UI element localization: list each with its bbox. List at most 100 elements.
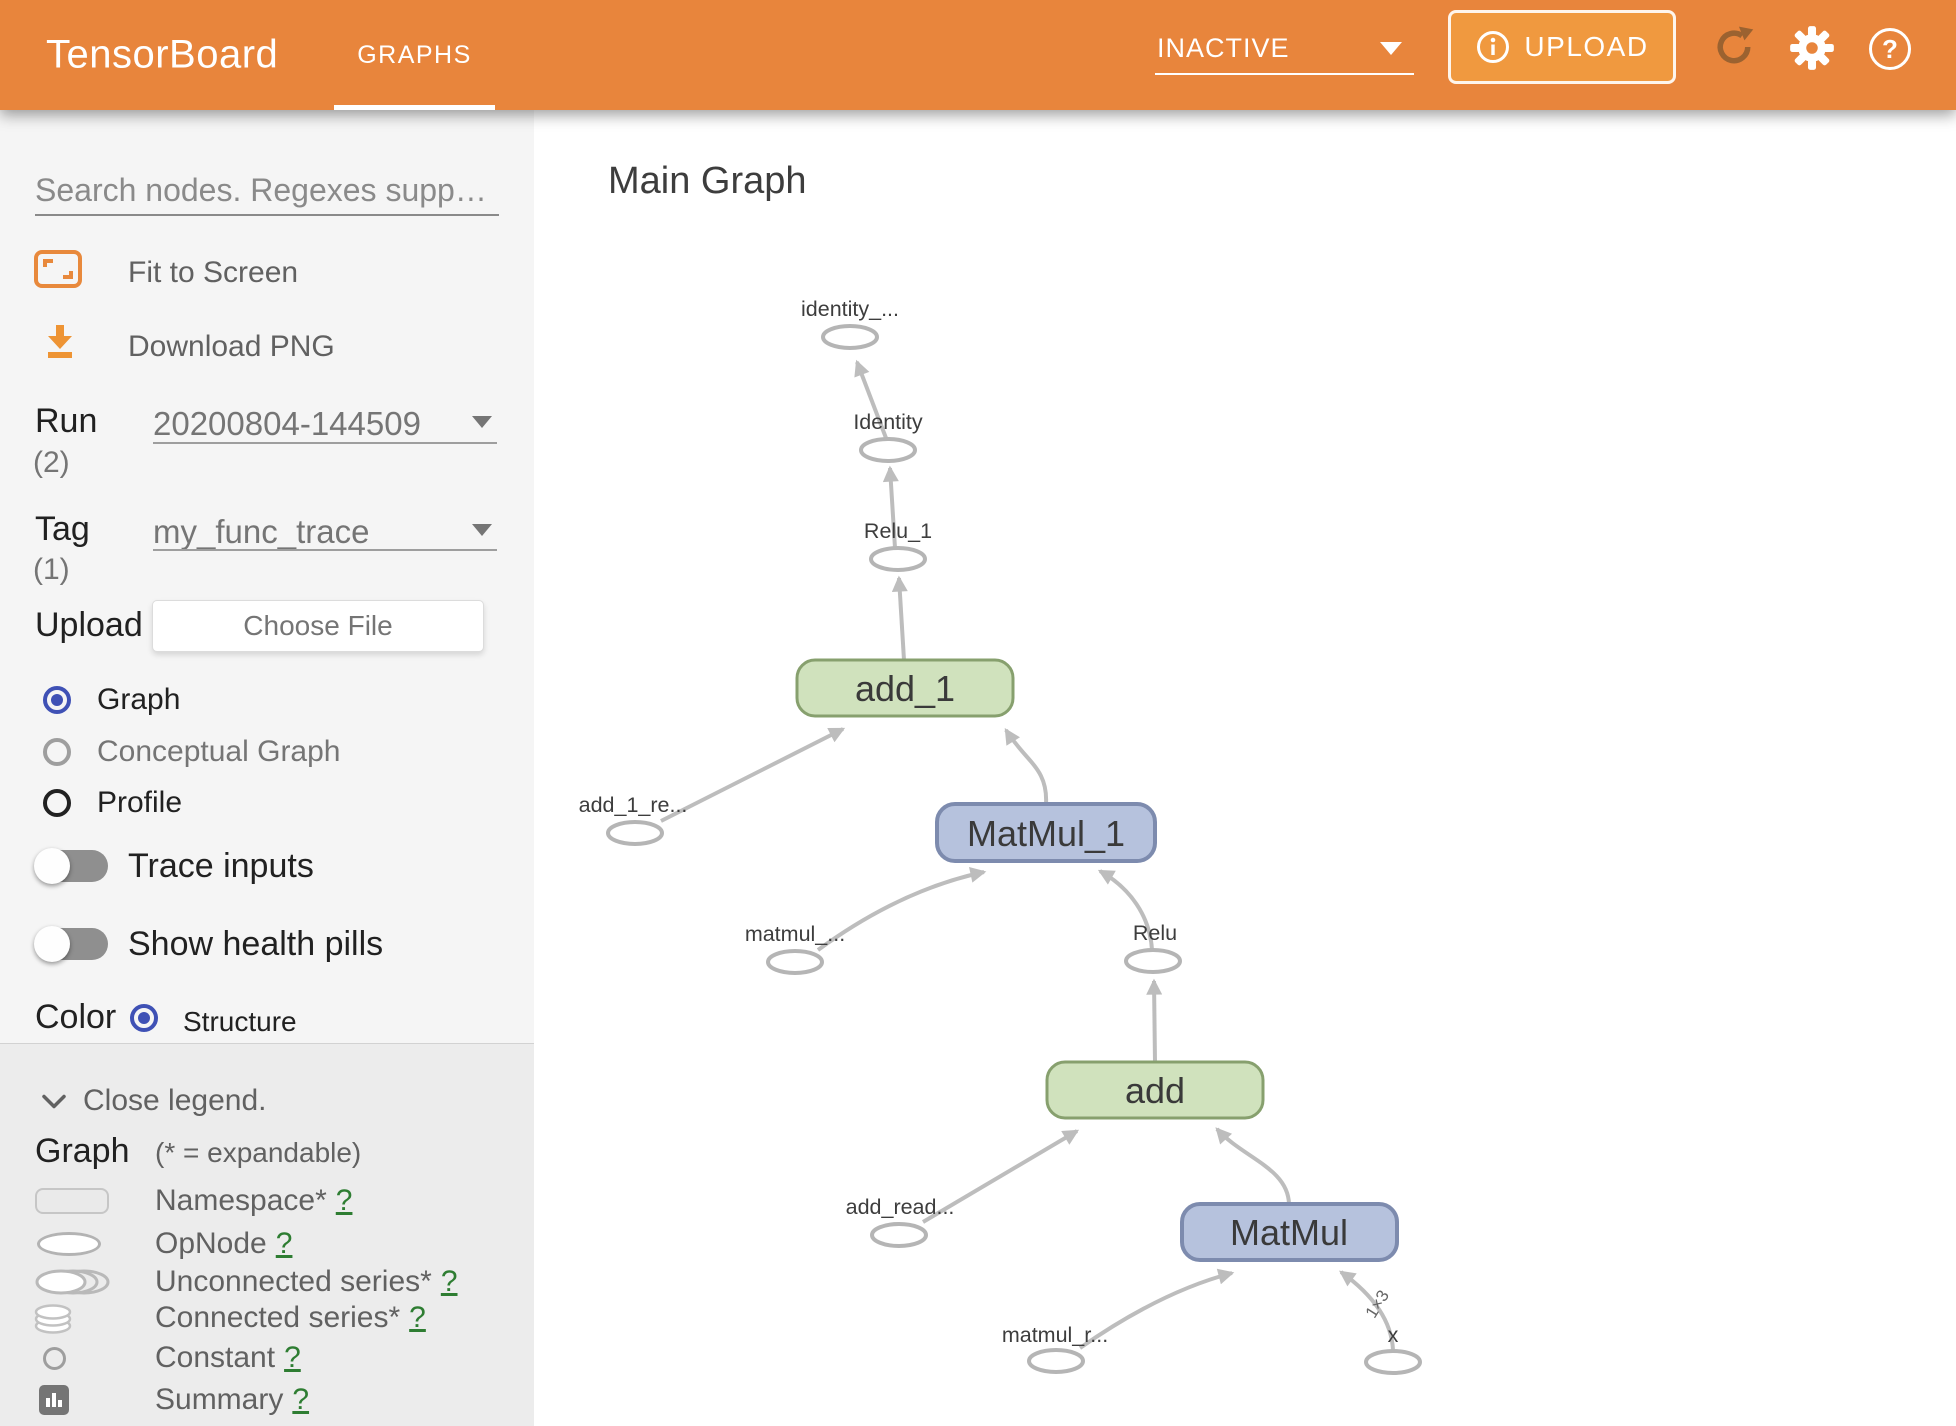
graph-node-add-read[interactable]: add_read... xyxy=(846,1195,955,1248)
legend-item-label: Unconnected series* xyxy=(155,1265,432,1298)
tab-graphs[interactable]: GRAPHS xyxy=(357,40,472,69)
graph-node-x[interactable]: x xyxy=(1364,1323,1422,1375)
sidebar: Fit to Screen Download PNG Run (2) 20200… xyxy=(0,110,534,1426)
graph-node-add_1_read[interactable]: add_1_re... xyxy=(579,793,688,846)
legend-item-summary: Summary ? xyxy=(33,1383,513,1416)
tag-select-underline xyxy=(153,549,497,551)
edge xyxy=(1004,727,1049,805)
legend-item-label: Namespace* xyxy=(155,1184,327,1217)
node-label: Identity xyxy=(853,410,923,434)
status-dropdown[interactable]: INACTIVE xyxy=(1155,0,1414,110)
graph-node-matmul_1[interactable]: MatMul_1 xyxy=(935,802,1157,863)
trace-inputs-toggle[interactable] xyxy=(34,848,108,884)
radio-row-conceptual-graph: Conceptual Graph xyxy=(0,737,534,767)
close-legend-label: Close legend. xyxy=(83,1084,267,1117)
edge xyxy=(1339,1270,1395,1351)
radio-row-profile: Profile xyxy=(0,788,534,818)
refresh-icon[interactable] xyxy=(1712,25,1756,74)
tag-select[interactable]: my_func_trace xyxy=(153,513,370,550)
search-input[interactable] xyxy=(35,166,499,216)
fit-to-screen-button[interactable]: Fit to Screen xyxy=(128,256,299,289)
legend-item-unconnected-series: Unconnected series* ? xyxy=(33,1265,513,1298)
graph-node-matmul-r-read[interactable]: matmul_r... xyxy=(1002,1323,1108,1374)
trace-inputs-label: Trace inputs xyxy=(128,847,314,885)
legend-subtitle: (* = expandable) xyxy=(155,1137,362,1168)
edge xyxy=(1215,1127,1291,1205)
node-label: Relu xyxy=(1133,921,1177,945)
dropdown-arrow-icon xyxy=(1380,42,1402,55)
app-header: TensorBoard GRAPHS INACTIVE UPLOAD xyxy=(0,0,1956,110)
legend-item-connected-series: Connected series* ? xyxy=(33,1301,513,1334)
gear-icon[interactable] xyxy=(1789,25,1835,76)
help-link[interactable]: ? xyxy=(409,1301,426,1334)
choose-file-button-label: Choose File xyxy=(243,610,393,641)
upload-button-label: UPLOAD xyxy=(1524,31,1649,62)
help-icon[interactable]: ? xyxy=(1869,28,1911,70)
edge xyxy=(1078,1268,1235,1350)
namespace-icon xyxy=(35,1188,109,1214)
constant-icon xyxy=(43,1346,66,1370)
graph-canvas[interactable]: 1×3 add_1 MatMul_1 add MatMul identi xyxy=(534,110,1956,1426)
radio-conceptual-graph[interactable] xyxy=(43,738,71,766)
choose-file-button[interactable]: Choose File xyxy=(152,600,484,652)
show-health-pills-toggle[interactable] xyxy=(34,926,108,962)
edge xyxy=(816,867,987,952)
edge xyxy=(1146,978,1163,1063)
tag-dropdown-arrow-icon[interactable] xyxy=(472,524,492,536)
node-label: matmul_... xyxy=(745,922,845,946)
graph-node-relu_1[interactable]: Relu_1 xyxy=(864,519,932,572)
graph-node-identity[interactable]: Identity xyxy=(853,410,923,463)
upload-file-label: Upload xyxy=(35,606,143,644)
run-label: Run xyxy=(35,402,98,440)
radio-color-structure[interactable] xyxy=(130,1004,158,1032)
node-label: identity_... xyxy=(801,297,899,321)
help-link[interactable]: ? xyxy=(284,1341,301,1374)
run-dropdown-arrow-icon[interactable] xyxy=(472,416,492,428)
node-label: MatMul xyxy=(1230,1212,1348,1253)
edge xyxy=(854,359,888,439)
help-link[interactable]: ? xyxy=(440,1265,458,1298)
unconnected-series-icon xyxy=(33,1268,155,1296)
chevron-down-icon xyxy=(42,1094,66,1108)
node-label: x xyxy=(1388,1323,1399,1347)
edge xyxy=(882,465,899,549)
summary-icon xyxy=(39,1385,69,1415)
page-title: Main Graph xyxy=(608,160,807,202)
graph-node-relu[interactable]: Relu xyxy=(1124,921,1182,974)
graph-node-matmul-read[interactable]: matmul_... xyxy=(745,922,845,975)
radio-graph[interactable] xyxy=(43,686,71,714)
close-legend-button[interactable]: Close legend. xyxy=(42,1084,266,1118)
dropdown-underline xyxy=(1155,73,1414,75)
node-label: add_read... xyxy=(846,1195,955,1219)
upload-button[interactable]: UPLOAD xyxy=(1448,10,1676,84)
graph-node-identity-series[interactable]: identity_... xyxy=(801,297,899,350)
node-label: matmul_r... xyxy=(1002,1323,1108,1347)
legend-item-opnode: OpNode ? xyxy=(33,1227,513,1260)
legend-item-label: OpNode xyxy=(155,1227,267,1260)
status-dropdown-value: INACTIVE xyxy=(1157,33,1290,63)
download-png-button[interactable]: Download PNG xyxy=(128,330,335,363)
help-link[interactable]: ? xyxy=(292,1383,310,1416)
active-tab-indicator xyxy=(334,105,495,110)
run-select[interactable]: 20200804-144509 xyxy=(153,405,421,442)
info-icon xyxy=(1477,31,1510,63)
run-select-underline xyxy=(153,442,497,444)
fit-to-screen-icon xyxy=(34,250,82,293)
graph-node-add[interactable]: add xyxy=(1045,1060,1265,1120)
legend-item-label: Constant xyxy=(155,1341,276,1374)
toggle-row-trace-inputs: Trace inputs xyxy=(0,848,534,884)
radio-profile[interactable] xyxy=(43,789,71,817)
run-count: (2) xyxy=(33,446,70,479)
help-link[interactable]: ? xyxy=(335,1184,353,1217)
help-link[interactable]: ? xyxy=(275,1227,293,1260)
graph-node-add_1[interactable]: add_1 xyxy=(795,658,1015,718)
toggle-knob xyxy=(34,848,70,884)
graph-node-matmul[interactable]: MatMul xyxy=(1180,1202,1399,1262)
tensorboard-logo: TensorBoard xyxy=(46,32,279,77)
toggle-knob xyxy=(34,926,70,962)
legend-panel: Close legend. Graph (* = expandable) Nam… xyxy=(0,1043,534,1426)
legend-title: Graph xyxy=(35,1132,130,1170)
color-by-label: Color xyxy=(35,998,117,1036)
color-structure-label: Structure xyxy=(183,1006,297,1037)
legend-item-constant: Constant ? xyxy=(33,1341,513,1374)
